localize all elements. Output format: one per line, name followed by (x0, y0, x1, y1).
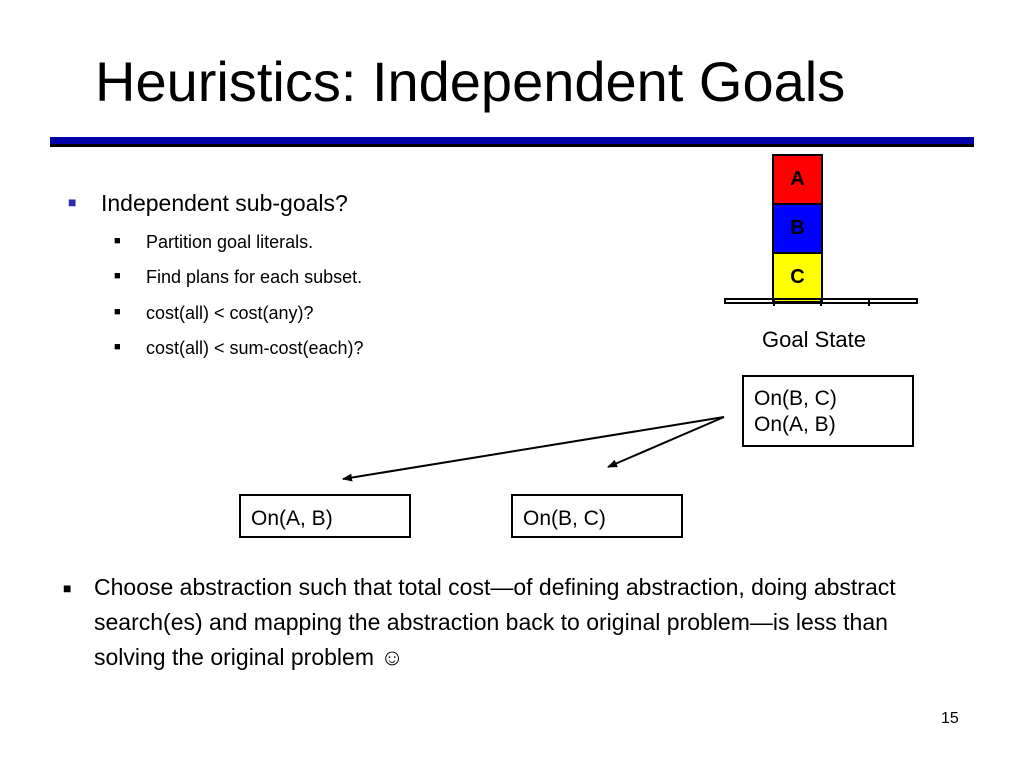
block-letter: A (790, 168, 805, 190)
table-divider (820, 298, 822, 306)
block-letter: C (790, 266, 805, 288)
goal-literals-box: On(B, C) On(A, B) (742, 375, 914, 447)
sub-bullet: ■ Partition goal literals. (114, 232, 314, 253)
bullet-independent-subgoals: ■ Independent sub-goals? (68, 190, 348, 217)
sub-bullet-text: Find plans for each subset. (146, 267, 363, 287)
subgoal-box-left: On(A, B) (239, 494, 411, 538)
table-divider (773, 298, 775, 306)
bottom-bullet-text: Choose abstraction such that total cost—… (94, 574, 896, 670)
subgoal-box-right: On(B, C) (511, 494, 683, 538)
block-a: A (772, 154, 823, 205)
goal-literal: On(A, B) (754, 413, 836, 437)
sub-bullet: ■ cost(all) < sum-cost(each)? (114, 338, 364, 359)
square-bullet-icon: ■ (114, 235, 121, 247)
title-rule-black (50, 144, 974, 147)
sub-bullet-text: cost(all) < sum-cost(each)? (146, 338, 364, 358)
square-bullet-icon: ■ (114, 270, 121, 282)
sub-bullet: ■ cost(all) < cost(any)? (114, 303, 314, 324)
sub-bullet-text: Partition goal literals. (146, 232, 314, 252)
square-bullet-icon: ■ (63, 580, 72, 596)
slide-title: Heuristics: Independent Goals (95, 50, 846, 113)
square-bullet-icon: ■ (114, 306, 121, 318)
goal-state-label: Goal State (762, 327, 866, 352)
bullet-text: Independent sub-goals? (101, 190, 348, 216)
block-c: C (772, 252, 823, 303)
title-rule-blue (50, 137, 974, 144)
arrow-to-right-subgoal (607, 416, 725, 468)
square-bullet-icon: ■ (68, 194, 77, 210)
subgoal-literal: On(A, B) (251, 507, 333, 530)
sub-bullet: ■ Find plans for each subset. (114, 267, 363, 288)
arrow-to-left-subgoal (342, 416, 725, 482)
bullet-choose-abstraction: ■ Choose abstraction such that total cos… (63, 570, 954, 675)
subgoal-literal: On(B, C) (523, 507, 606, 530)
table-divider (868, 298, 870, 306)
goal-literal: On(B, C) (754, 387, 837, 410)
square-bullet-icon: ■ (114, 341, 121, 353)
page-number: 15 (941, 710, 959, 727)
block-letter: B (790, 217, 805, 239)
sub-bullet-text: cost(all) < cost(any)? (146, 303, 314, 323)
